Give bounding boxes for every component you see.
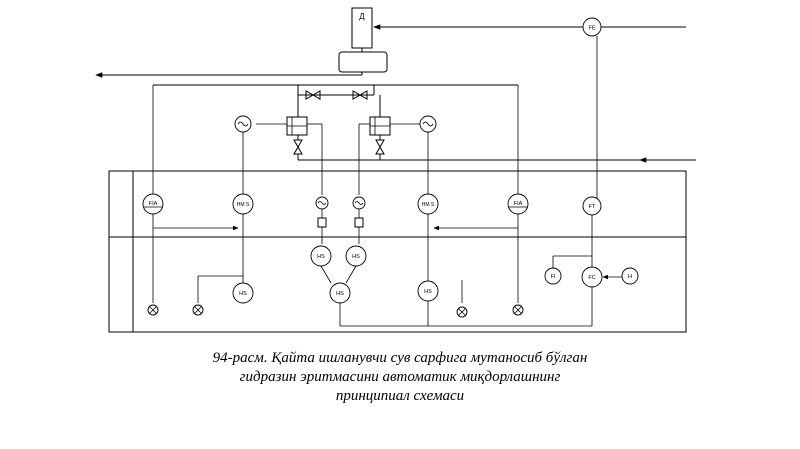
fe-label: FE (588, 26, 595, 32)
hs-switch-e: HS (417, 280, 439, 302)
lamp-icon (192, 304, 204, 316)
top-valve-group (297, 85, 375, 100)
fia-left-label: FIA (149, 201, 158, 207)
hs-c-label: HS (239, 291, 247, 297)
hs-switch-a: HS (310, 245, 332, 267)
valve-icon (352, 90, 362, 100)
hms-left-label: HM S (237, 202, 250, 208)
lamp-icon (147, 304, 159, 316)
h-label: H (628, 274, 632, 280)
dosing-device: Д (338, 7, 388, 73)
hs-d-label: HS (336, 291, 344, 297)
hs-b-label: HS (352, 254, 360, 260)
control-panel (108, 170, 687, 333)
fia-left: FIA (142, 193, 164, 303)
motor-left (234, 115, 252, 195)
fia-right: FIA (507, 193, 529, 303)
ft-label: FT (589, 204, 596, 210)
fia-right-label: FIA (514, 201, 523, 207)
fc-label: FC (588, 275, 595, 281)
hs-switch-c: HS (232, 282, 254, 304)
figure-caption-line-1: 94-расм. Қайта ишланувчи сув сарфига мут… (212, 350, 588, 366)
dosing-pump-right (359, 95, 420, 160)
flow-indicator-fi: FI (544, 267, 562, 285)
dosing-device-label: Д (359, 12, 365, 21)
hydrazine-tank (338, 51, 388, 73)
lamp-icon (512, 304, 524, 316)
figure-caption-line-3: принципиал схемаси (335, 388, 465, 404)
valve-icon (305, 90, 315, 100)
flow-controller-fc: FC (581, 266, 603, 288)
figure-caption-line-2: гидразин эритмасини автоматик миқдорлашн… (239, 369, 561, 385)
dosing-pump-left (256, 95, 322, 160)
hs-switch-b: HS (345, 245, 367, 267)
hs-e-label: HS (424, 289, 432, 295)
flow-transmitter-ft: FT (582, 196, 602, 268)
hms-right-label: HM S (422, 202, 435, 208)
hms-left: HM S (232, 193, 254, 284)
hs-a-label: HS (317, 254, 325, 260)
flow-element-fe: FE (582, 17, 602, 200)
hms-right: HM S (417, 193, 439, 282)
lamp-icon (456, 306, 468, 318)
switch-left (315, 196, 329, 244)
valve-icon (293, 139, 303, 149)
fi-label: FI (551, 274, 556, 280)
switch-right (352, 196, 366, 244)
setpoint-h: H (621, 267, 639, 285)
motor-right (419, 115, 437, 195)
valve-icon (375, 139, 385, 149)
hs-switch-d: HS (329, 282, 351, 304)
